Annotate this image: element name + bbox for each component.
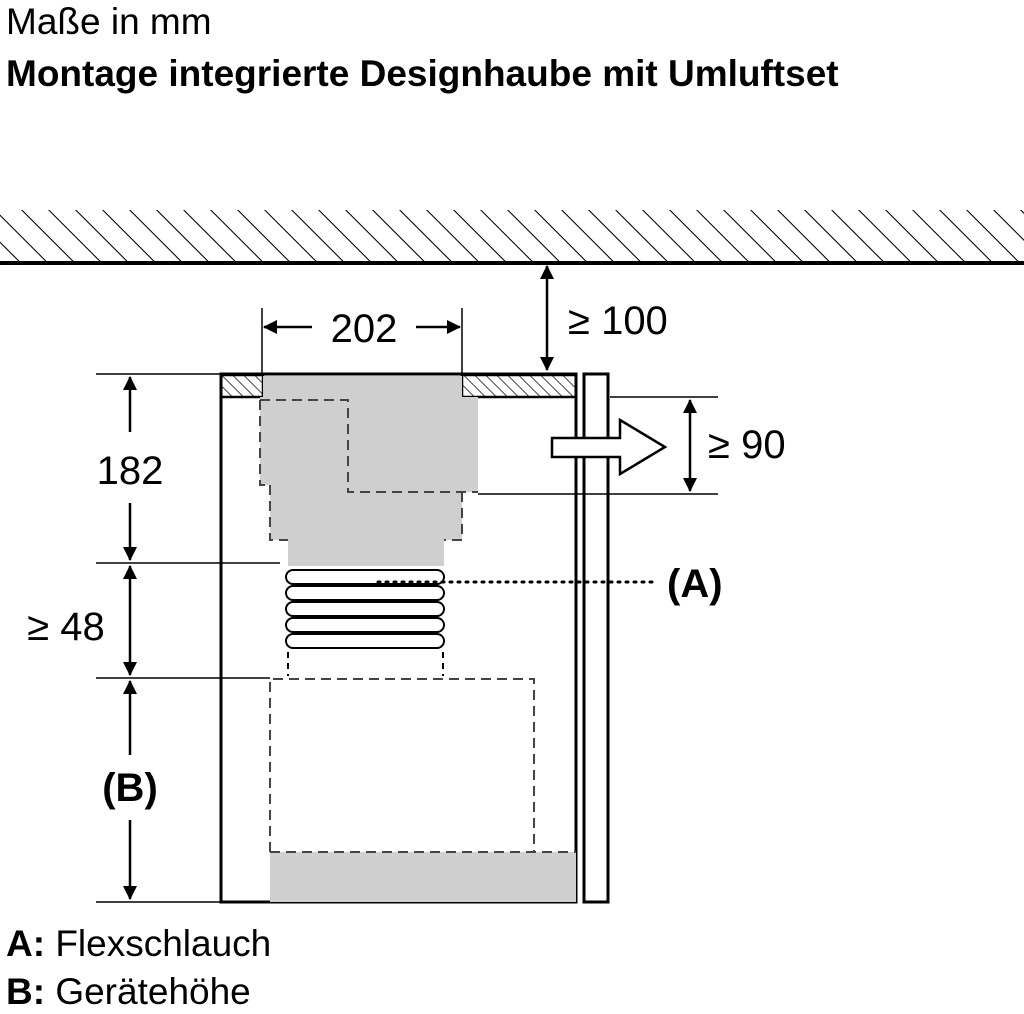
hood-unit (259, 376, 478, 566)
dim-hood-height-label: 182 (97, 449, 164, 493)
dim-appliance-height-label: (B) (102, 766, 158, 810)
cabinet-top-board-left (219, 373, 265, 399)
legend-key-a: A: (6, 923, 46, 964)
cabinet (219, 372, 610, 904)
dim-hose-height-label: ≥ 48 (27, 605, 105, 649)
callout-a-label: (A) (667, 562, 723, 606)
diagram-title: Montage integrierte Designhaube mit Umlu… (6, 53, 839, 94)
legend-item-a: A: Flexschlauch (6, 922, 271, 966)
legend-text-b: Gerätehöhe (55, 971, 251, 1012)
units-note: Maße in mm (6, 1, 212, 42)
legend-item-b: B: Gerätehöhe (6, 970, 251, 1014)
appliance-outline (269, 678, 576, 902)
cabinet-top-board-right (460, 373, 578, 399)
airflow-arrow (550, 417, 668, 477)
dim-vent-height-label: ≥ 90 (708, 423, 786, 467)
ceiling (0, 210, 1024, 265)
dim-width-label: 202 (331, 307, 398, 351)
legend-text-a: Flexschlauch (55, 923, 272, 964)
dim-ceiling-gap-label: ≥ 100 (568, 299, 668, 343)
legend-key-b: B: (6, 971, 46, 1012)
cabinet-front-panel (582, 372, 610, 904)
flex-hose (285, 569, 445, 676)
